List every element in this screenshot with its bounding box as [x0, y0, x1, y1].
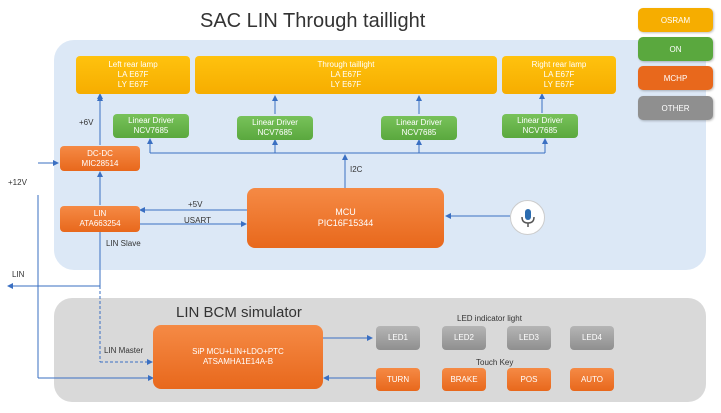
through-lamp-part-la: LA E67F	[330, 70, 362, 79]
driver-part: NCV7685	[401, 128, 437, 137]
diagram-title: SAC LIN Through taillight	[200, 10, 426, 32]
right-rear-lamp: Right rear lamp LA E67F LY E67F	[502, 56, 616, 94]
sip-part: ATSAMHA1E14A-B	[202, 357, 274, 366]
brake-key: BRAKE	[442, 368, 486, 391]
label-6v: +6V	[79, 118, 94, 127]
driver-name: Linear Driver	[128, 116, 174, 125]
dc-dc-converter: DC-DC MIC28514	[60, 146, 140, 171]
led1-indicator: LED1	[376, 326, 420, 350]
microphone-glyph	[520, 208, 535, 227]
linear-driver-1: Linear Driver NCV7685	[113, 114, 189, 138]
through-lamp-part-ly: LY E67F	[330, 80, 362, 89]
left-lamp-name: Left rear lamp	[108, 60, 158, 69]
lin-chip-name: LIN	[93, 209, 107, 218]
right-lamp-part-la: LA E67F	[543, 70, 575, 79]
through-taillight: Through taillight LA E67F LY E67F	[195, 56, 497, 94]
dcdc-name: DC-DC	[87, 148, 113, 158]
label-touch-key: Touch Key	[476, 358, 514, 367]
through-lamp-name: Through taillight	[317, 60, 375, 69]
pos-key: POS	[507, 368, 551, 391]
label-led-indicator: LED indicator light	[457, 314, 522, 323]
right-lamp-part-ly: LY E67F	[543, 80, 575, 89]
label-5v: +5V	[188, 200, 203, 209]
driver-part: NCV7685	[257, 128, 293, 137]
driver-name: Linear Driver	[517, 116, 563, 125]
legend-other: OTHER	[638, 96, 713, 120]
label-lin-slave: LIN Slave	[106, 239, 141, 248]
label-usart: USART	[184, 216, 211, 225]
legend-on: ON	[638, 37, 713, 61]
bcm-title: LIN BCM simulator	[176, 304, 302, 321]
legend-mchp: MCHP	[638, 66, 713, 90]
led3-indicator: LED3	[507, 326, 551, 350]
sip-mcu-block: SiP MCU+LIN+LDO+PTC ATSAMHA1E14A-B	[153, 325, 323, 389]
lin-transceiver: LIN ATA663254	[60, 206, 140, 232]
linear-driver-4: Linear Driver NCV7685	[502, 114, 578, 138]
left-rear-lamp: Left rear lamp LA E67F LY E67F	[76, 56, 190, 94]
mcu-part: PIC16F15344	[317, 218, 374, 228]
led2-indicator: LED2	[442, 326, 486, 350]
linear-driver-2: Linear Driver NCV7685	[237, 116, 313, 140]
label-i2c: I2C	[350, 165, 363, 174]
microphone-icon	[510, 200, 545, 235]
led4-indicator: LED4	[570, 326, 614, 350]
dcdc-part: MIC28514	[81, 158, 119, 168]
left-lamp-part-la: LA E67F	[117, 70, 149, 79]
sip-name: SiP MCU+LIN+LDO+PTC	[192, 347, 284, 356]
auto-key: AUTO	[570, 368, 614, 391]
label-lin-master: LIN Master	[104, 346, 144, 355]
driver-part: NCV7685	[522, 126, 558, 135]
left-lamp-part-ly: LY E67F	[117, 80, 149, 89]
turn-key: TURN	[376, 368, 420, 391]
label-12v: +12V	[8, 178, 27, 187]
mcu-block: MCU PIC16F15344	[247, 188, 444, 248]
lin-chip-part: ATA663254	[79, 219, 121, 228]
driver-name: Linear Driver	[252, 118, 298, 127]
driver-name: Linear Driver	[396, 118, 442, 127]
label-lin: LIN	[12, 270, 25, 279]
linear-driver-3: Linear Driver NCV7685	[381, 116, 457, 140]
mcu-name: MCU	[335, 206, 356, 217]
driver-part: NCV7685	[133, 126, 169, 135]
legend-osram: OSRAM	[638, 8, 713, 32]
right-lamp-name: Right rear lamp	[531, 60, 587, 69]
